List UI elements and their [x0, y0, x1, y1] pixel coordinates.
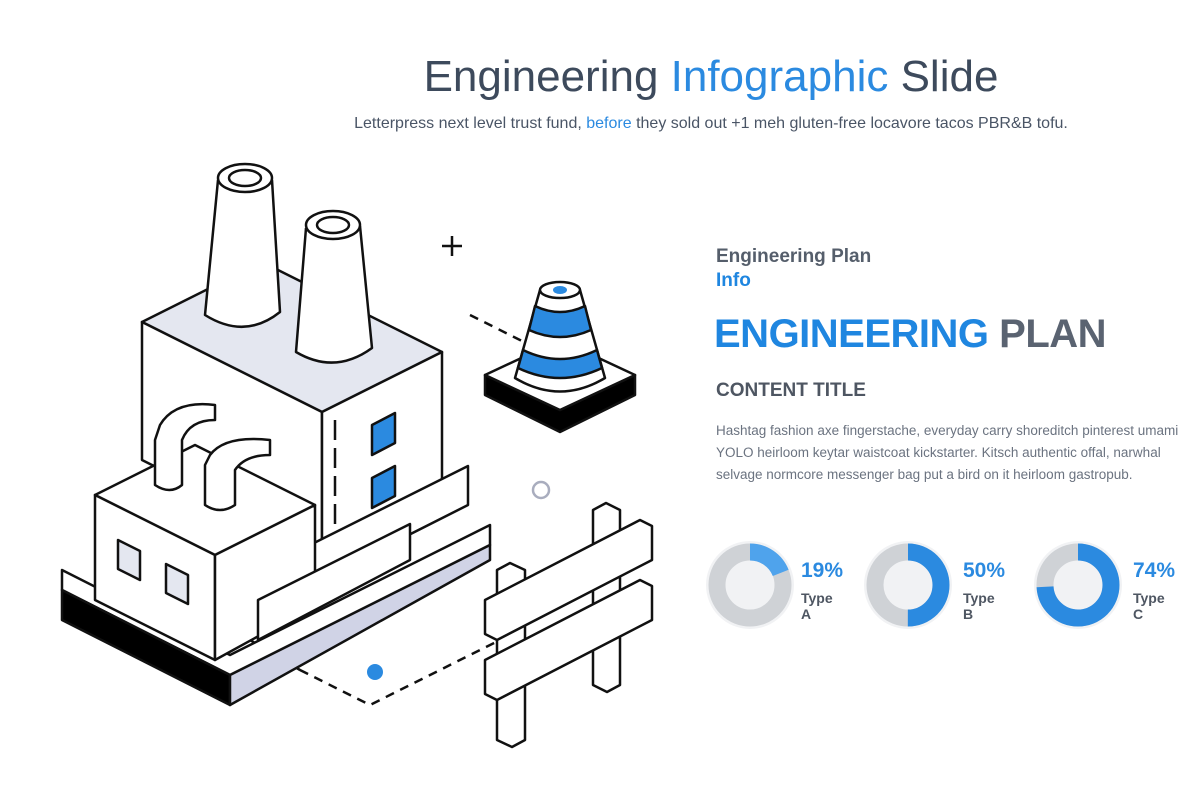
stat-label: Type B [963, 590, 995, 622]
donut-value-arc [708, 543, 792, 627]
slide-title: Engineering Infographic Slide [0, 52, 1200, 102]
barrier-fence-icon [483, 501, 654, 749]
body-text: Hashtag fashion axe fingerstache, everyd… [716, 420, 1190, 486]
big-title-gray: PLAN [999, 312, 1107, 356]
stat-label: Type C [1133, 590, 1165, 622]
body-line: selvage normcore messenger bag put a bir… [716, 467, 1133, 482]
donut-chart [864, 541, 952, 629]
window-blue [370, 411, 397, 510]
donut-value-arc [866, 543, 950, 627]
stat-percent: 74% [1133, 559, 1176, 582]
donut-value-arc [1036, 543, 1120, 627]
kicker-line-2: Info [716, 270, 751, 291]
subtitle-text: Letterpress next level trust fund, [354, 115, 587, 132]
donut-chart [1034, 541, 1122, 629]
content-title: CONTENT TITLE [716, 380, 866, 401]
title-text-end: Slide [888, 52, 999, 101]
title-text: Engineering [423, 52, 671, 101]
donut-chart [706, 541, 794, 629]
dot-decoration [367, 664, 383, 680]
stat-label: Type A [801, 590, 833, 622]
subtitle-text-end: they sold out +1 meh gluten-free locavor… [631, 115, 1068, 132]
circle-decoration [531, 480, 551, 500]
body-line: YOLO heirloom keytar waistcoat kickstart… [716, 445, 1161, 460]
subtitle-highlight: before [586, 115, 632, 132]
traffic-cone-icon [483, 280, 637, 434]
plus-icon [442, 236, 462, 256]
big-title-blue: ENGINEERING [714, 312, 1000, 356]
slide-subtitle: Letterpress next level trust fund, befor… [0, 115, 1200, 133]
kicker-line-1: Engineering Plan [716, 246, 872, 267]
title-highlight: Infographic [670, 52, 889, 101]
factory-illustration [60, 162, 654, 749]
stat-percent: 19% [801, 559, 844, 582]
big-title: ENGINEERING PLAN [714, 312, 1194, 357]
stat-percent: 50% [963, 559, 1006, 582]
body-line: Hashtag fashion axe fingerstache, everyd… [716, 423, 1179, 438]
